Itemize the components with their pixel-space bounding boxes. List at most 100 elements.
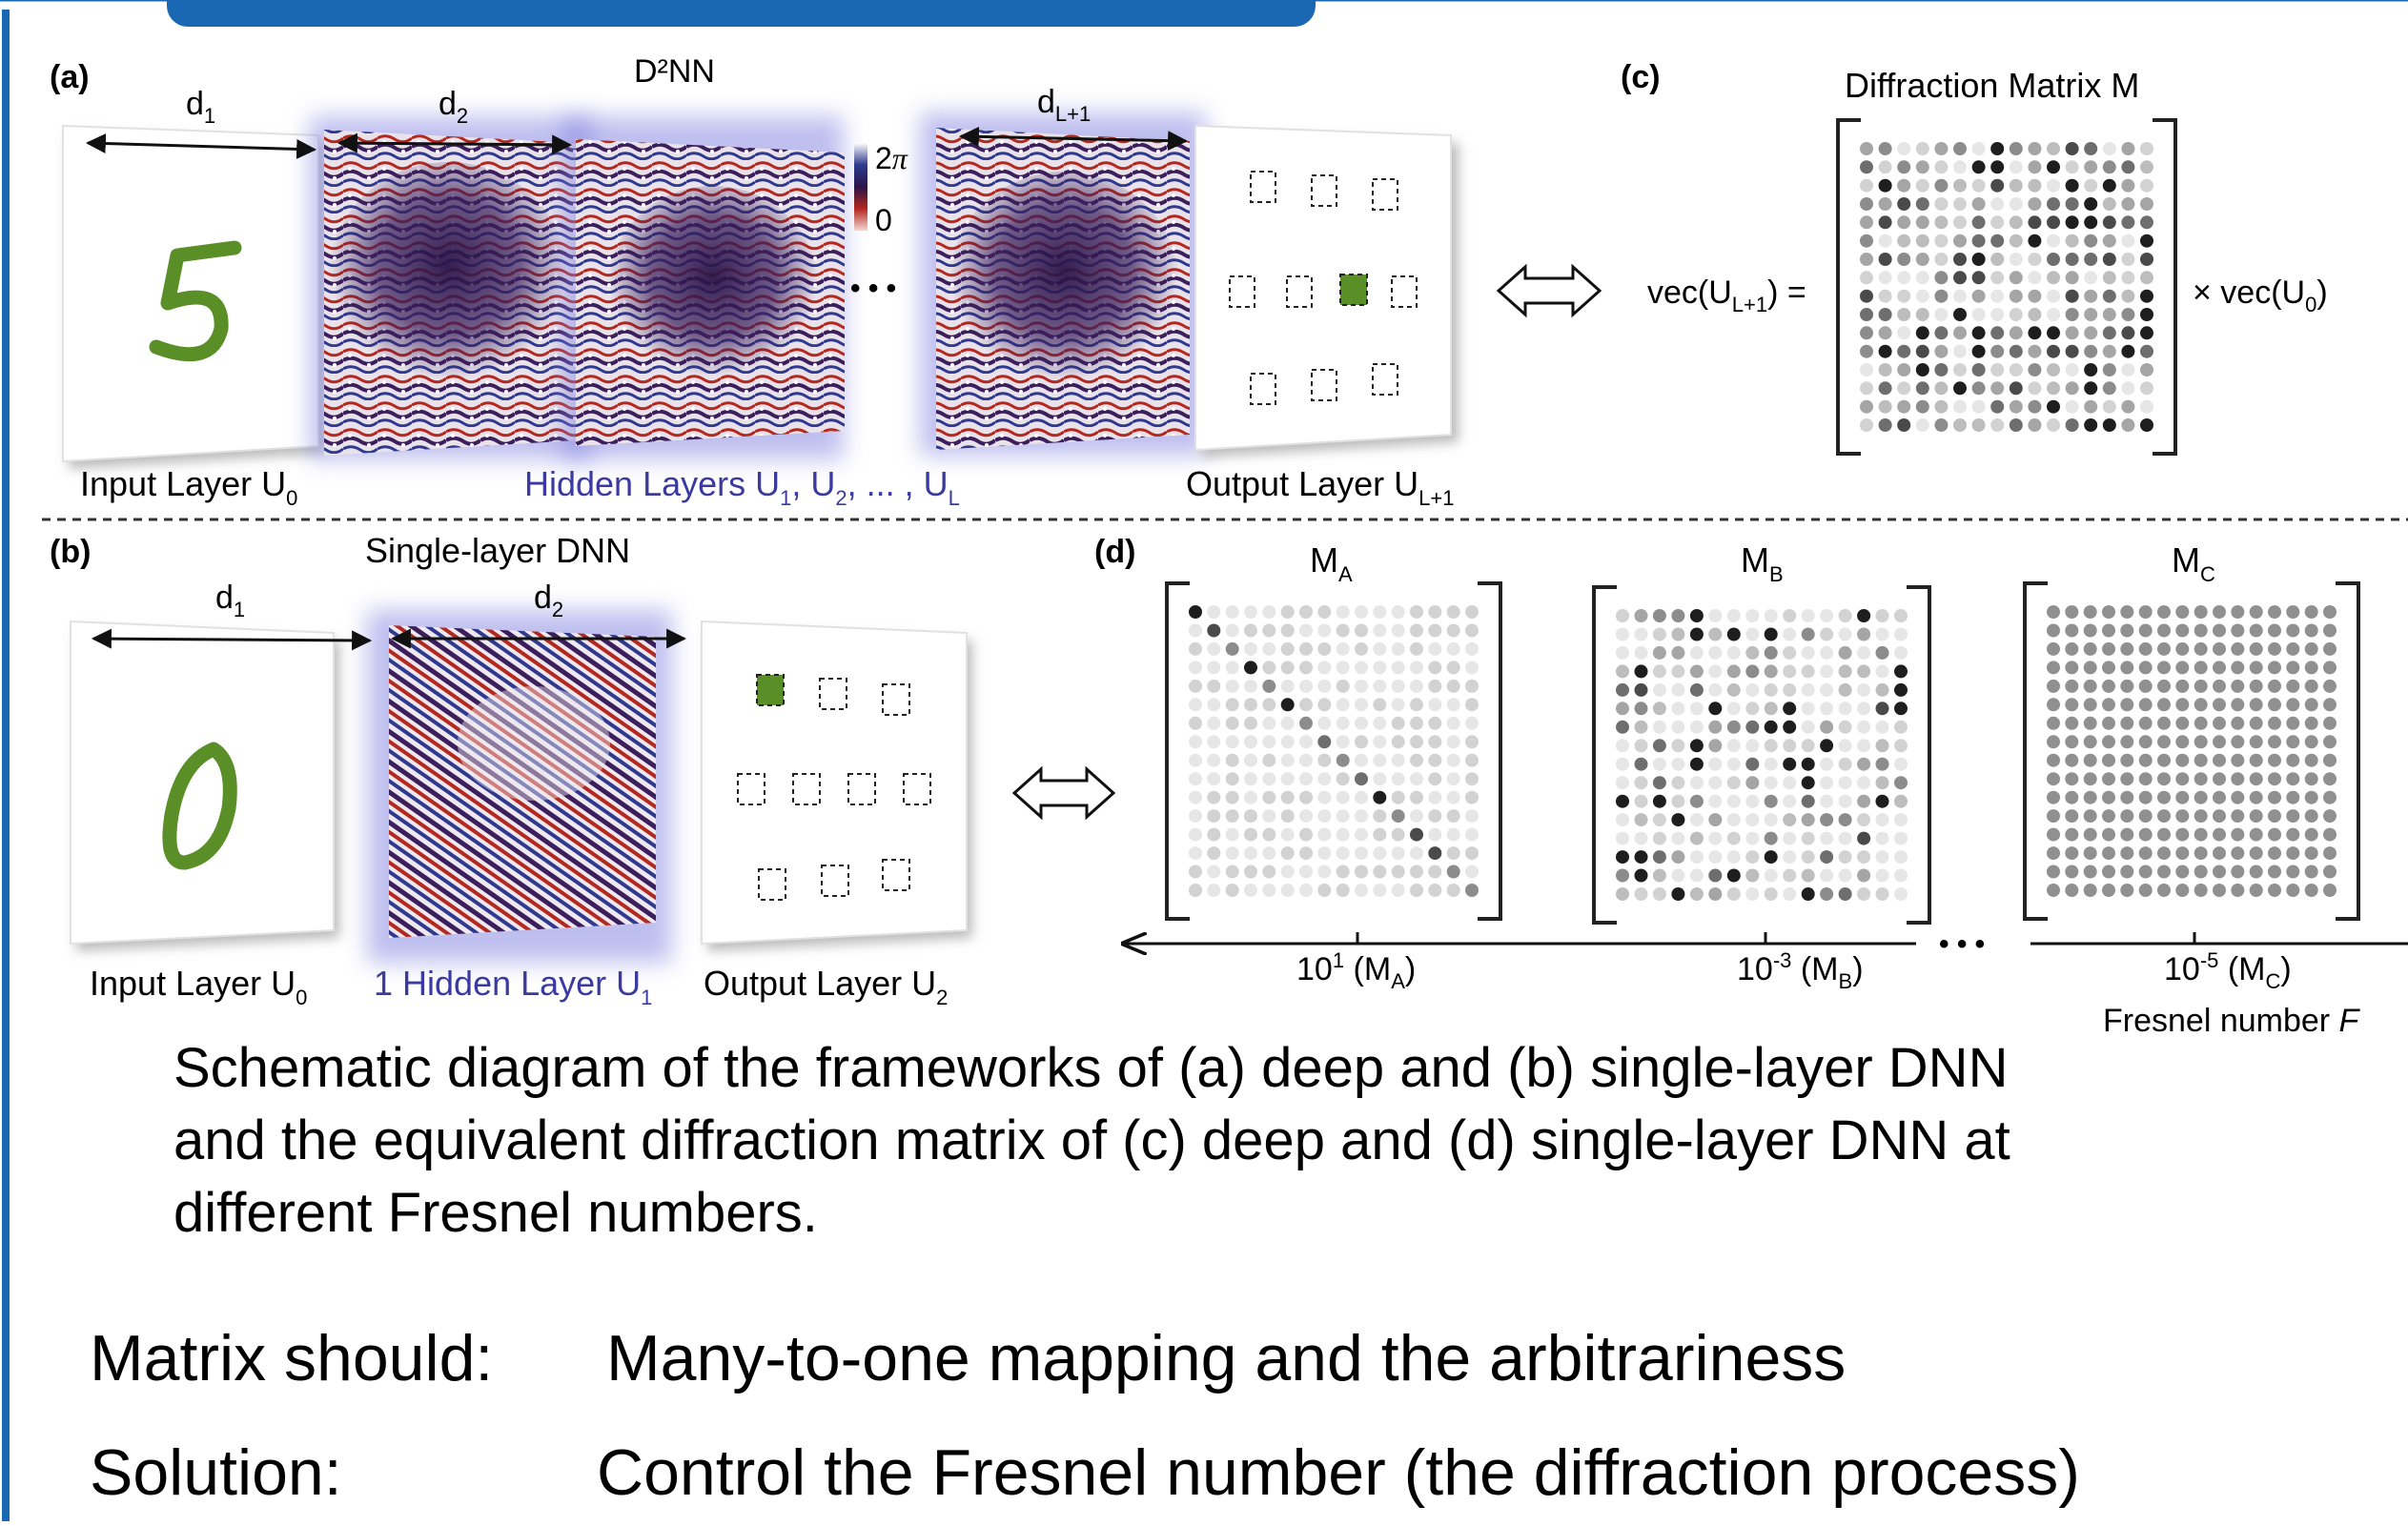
matrix-element	[1894, 702, 1908, 716]
matrix-element	[1745, 739, 1760, 753]
matrix-element	[2323, 698, 2337, 712]
matrix-element	[2249, 679, 2263, 693]
matrix-element	[1726, 776, 1741, 790]
matrix-element	[2138, 641, 2153, 656]
matrix-element	[1391, 679, 1405, 693]
matrix-element	[1820, 609, 1834, 622]
hidden-layers-label-a: Hidden Layers U1, U2, ... , UL	[524, 464, 960, 510]
matrix-element	[2157, 716, 2171, 730]
matrix-element	[2249, 865, 2263, 879]
matrix-element	[1317, 753, 1332, 767]
matrix-element	[1838, 702, 1852, 716]
matrix-element	[1446, 679, 1460, 693]
matrix-element	[2268, 884, 2281, 897]
matrix-element	[1262, 790, 1276, 804]
matrix-a-title: MA	[1310, 540, 1353, 586]
panel-d-label: (d)	[1094, 534, 1135, 570]
matrix-element	[2028, 253, 2042, 266]
matrix-element	[2084, 308, 2098, 321]
matrix-element	[1225, 809, 1239, 824]
matrix-element	[2138, 809, 2153, 824]
matrix-element	[1355, 772, 1368, 786]
matrix-element	[2084, 289, 2098, 303]
matrix-element	[1708, 868, 1723, 883]
matrix-element	[2140, 197, 2153, 211]
matrix-element	[1652, 739, 1666, 753]
matrix-element	[1189, 809, 1202, 824]
matrix-element	[2084, 363, 2098, 376]
matrix-element	[2231, 865, 2245, 879]
matrix-element	[1990, 234, 2005, 248]
matrix-element	[1428, 772, 1442, 786]
matrix-element	[2175, 679, 2190, 693]
matrix-element	[1280, 865, 1295, 879]
matrix-element	[1336, 679, 1350, 693]
matrix-element	[2231, 846, 2245, 861]
matrix-element	[1878, 363, 1892, 376]
matrix-element	[2120, 790, 2134, 804]
matrix-element	[1801, 850, 1815, 865]
matrix-element	[1894, 682, 1908, 697]
matrix-element	[1262, 698, 1276, 712]
matrix-element	[1299, 846, 1313, 861]
matrix-element	[1990, 344, 2005, 358]
matrix-element	[2009, 197, 2023, 211]
matrix-element	[1971, 418, 1986, 432]
matrix-element	[1875, 776, 1889, 790]
matrix-element	[1280, 623, 1295, 638]
matrix-element	[1671, 645, 1685, 660]
matrix-element	[1465, 679, 1479, 693]
matrix-element	[2286, 772, 2300, 786]
matrix-element	[1373, 641, 1387, 656]
matrix-element	[2231, 623, 2245, 638]
matrix-element	[1875, 887, 1889, 901]
matrix-element	[1391, 661, 1405, 675]
matrix-element	[2084, 215, 2098, 230]
matrix-element	[1616, 720, 1629, 734]
matrix-element	[1857, 868, 1871, 883]
matrix-element	[1953, 363, 1967, 376]
matrix-element	[1894, 609, 1908, 622]
input-layer-label-a: Input Layer U0	[80, 464, 297, 510]
matrix-element	[1428, 846, 1442, 861]
matrix-element	[2194, 827, 2208, 842]
output-plate-a	[1194, 124, 1452, 452]
matrix-element	[2120, 827, 2134, 842]
matrix-element	[1244, 661, 1257, 675]
matrix-element	[1878, 234, 1892, 248]
matrix-element	[2304, 605, 2318, 619]
matrix-element	[2157, 735, 2171, 749]
matrix-element	[2047, 344, 2060, 358]
matrix-element	[1652, 682, 1666, 697]
matrix-element	[1616, 757, 1629, 771]
matrix-element	[1801, 868, 1815, 883]
matrix-element	[2083, 809, 2097, 824]
matrix-element	[2047, 753, 2060, 767]
matrix-element	[1671, 609, 1685, 622]
panel-c-label: (c)	[1621, 59, 1661, 95]
matrix-element	[1280, 735, 1295, 749]
matrix-element	[1299, 772, 1313, 786]
digit-five	[149, 240, 242, 362]
matrix-element	[1317, 661, 1332, 675]
matrix-element	[1971, 308, 1986, 321]
matrix-element	[2121, 178, 2135, 193]
matrix-element	[1465, 846, 1479, 861]
matrix-element	[1671, 720, 1685, 734]
matrix-element	[1355, 827, 1368, 842]
matrix-element	[1708, 627, 1723, 641]
matrix-element	[1373, 735, 1387, 749]
matrix-element	[2304, 884, 2318, 897]
matrix-element	[1953, 271, 1967, 285]
matrix-element	[2065, 234, 2079, 248]
matrix-element	[1801, 720, 1815, 734]
matrix-element	[1391, 809, 1405, 824]
matrix-element	[1764, 609, 1778, 622]
matrix-element	[2047, 698, 2060, 712]
matrix-element	[1801, 794, 1815, 808]
fresnel-axis-label: Fresnel number F	[2103, 1003, 2361, 1039]
matrix-element	[2138, 716, 2153, 730]
matrix-element	[1990, 308, 2005, 321]
matrix-element	[2323, 716, 2337, 730]
matrix-element	[1373, 753, 1387, 767]
